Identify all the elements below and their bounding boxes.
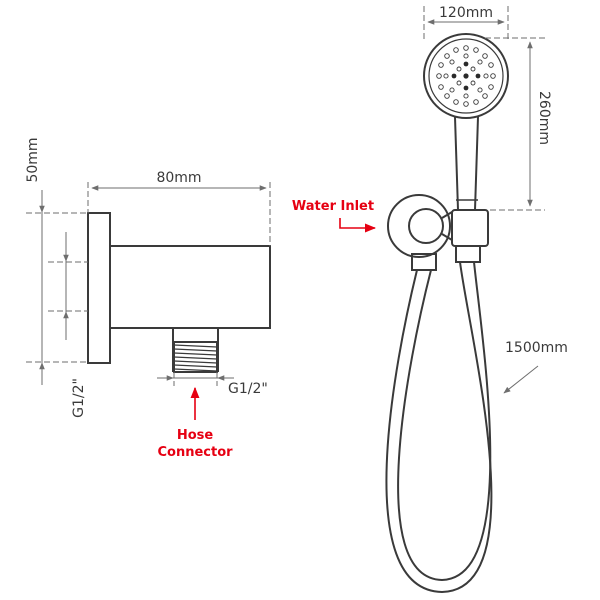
dim-label-80mm: 80mm xyxy=(156,170,201,186)
wall-outlet-side-view xyxy=(87,212,271,373)
hose-length-pointer xyxy=(503,365,539,394)
dim-label-1500mm: 1500mm xyxy=(505,340,568,356)
dim-label-g12-bottom: G1/2" xyxy=(228,381,268,397)
water-inlet-arrow xyxy=(339,218,377,233)
wall-bracket xyxy=(387,194,489,258)
dim-260mm xyxy=(485,37,545,211)
shower-head-outer-ring xyxy=(423,33,509,119)
extension-lines xyxy=(26,182,271,386)
thread-hatching xyxy=(173,344,218,372)
wall-outlet-round-plate xyxy=(387,194,451,258)
wall-flange xyxy=(87,212,111,364)
shower-head xyxy=(423,33,509,119)
spray-nozzles xyxy=(436,45,496,107)
hose-connector-label-line1: Hose xyxy=(177,428,214,443)
hose-nut-left xyxy=(411,253,437,271)
outlet-body xyxy=(109,245,271,329)
water-inlet-label: Water Inlet xyxy=(292,199,374,214)
dim-label-g12-left: G1/2" xyxy=(71,378,87,418)
hose-connector-label-line2: Connector xyxy=(157,445,233,460)
holder-clamp xyxy=(451,209,489,247)
dim-label-260mm: 260mm xyxy=(536,91,552,145)
shower-handle xyxy=(454,116,479,211)
shower-head-face xyxy=(428,38,504,114)
dim-label-50mm: 50mm xyxy=(25,137,41,182)
holder-arm xyxy=(441,211,453,241)
dim-120mm xyxy=(423,6,509,42)
hose-nut-right xyxy=(455,245,481,263)
dim-label-120mm: 120mm xyxy=(439,5,493,21)
wall-outlet-inner-ring xyxy=(408,208,444,244)
center-jets xyxy=(451,61,481,91)
shower-hose xyxy=(385,261,493,594)
